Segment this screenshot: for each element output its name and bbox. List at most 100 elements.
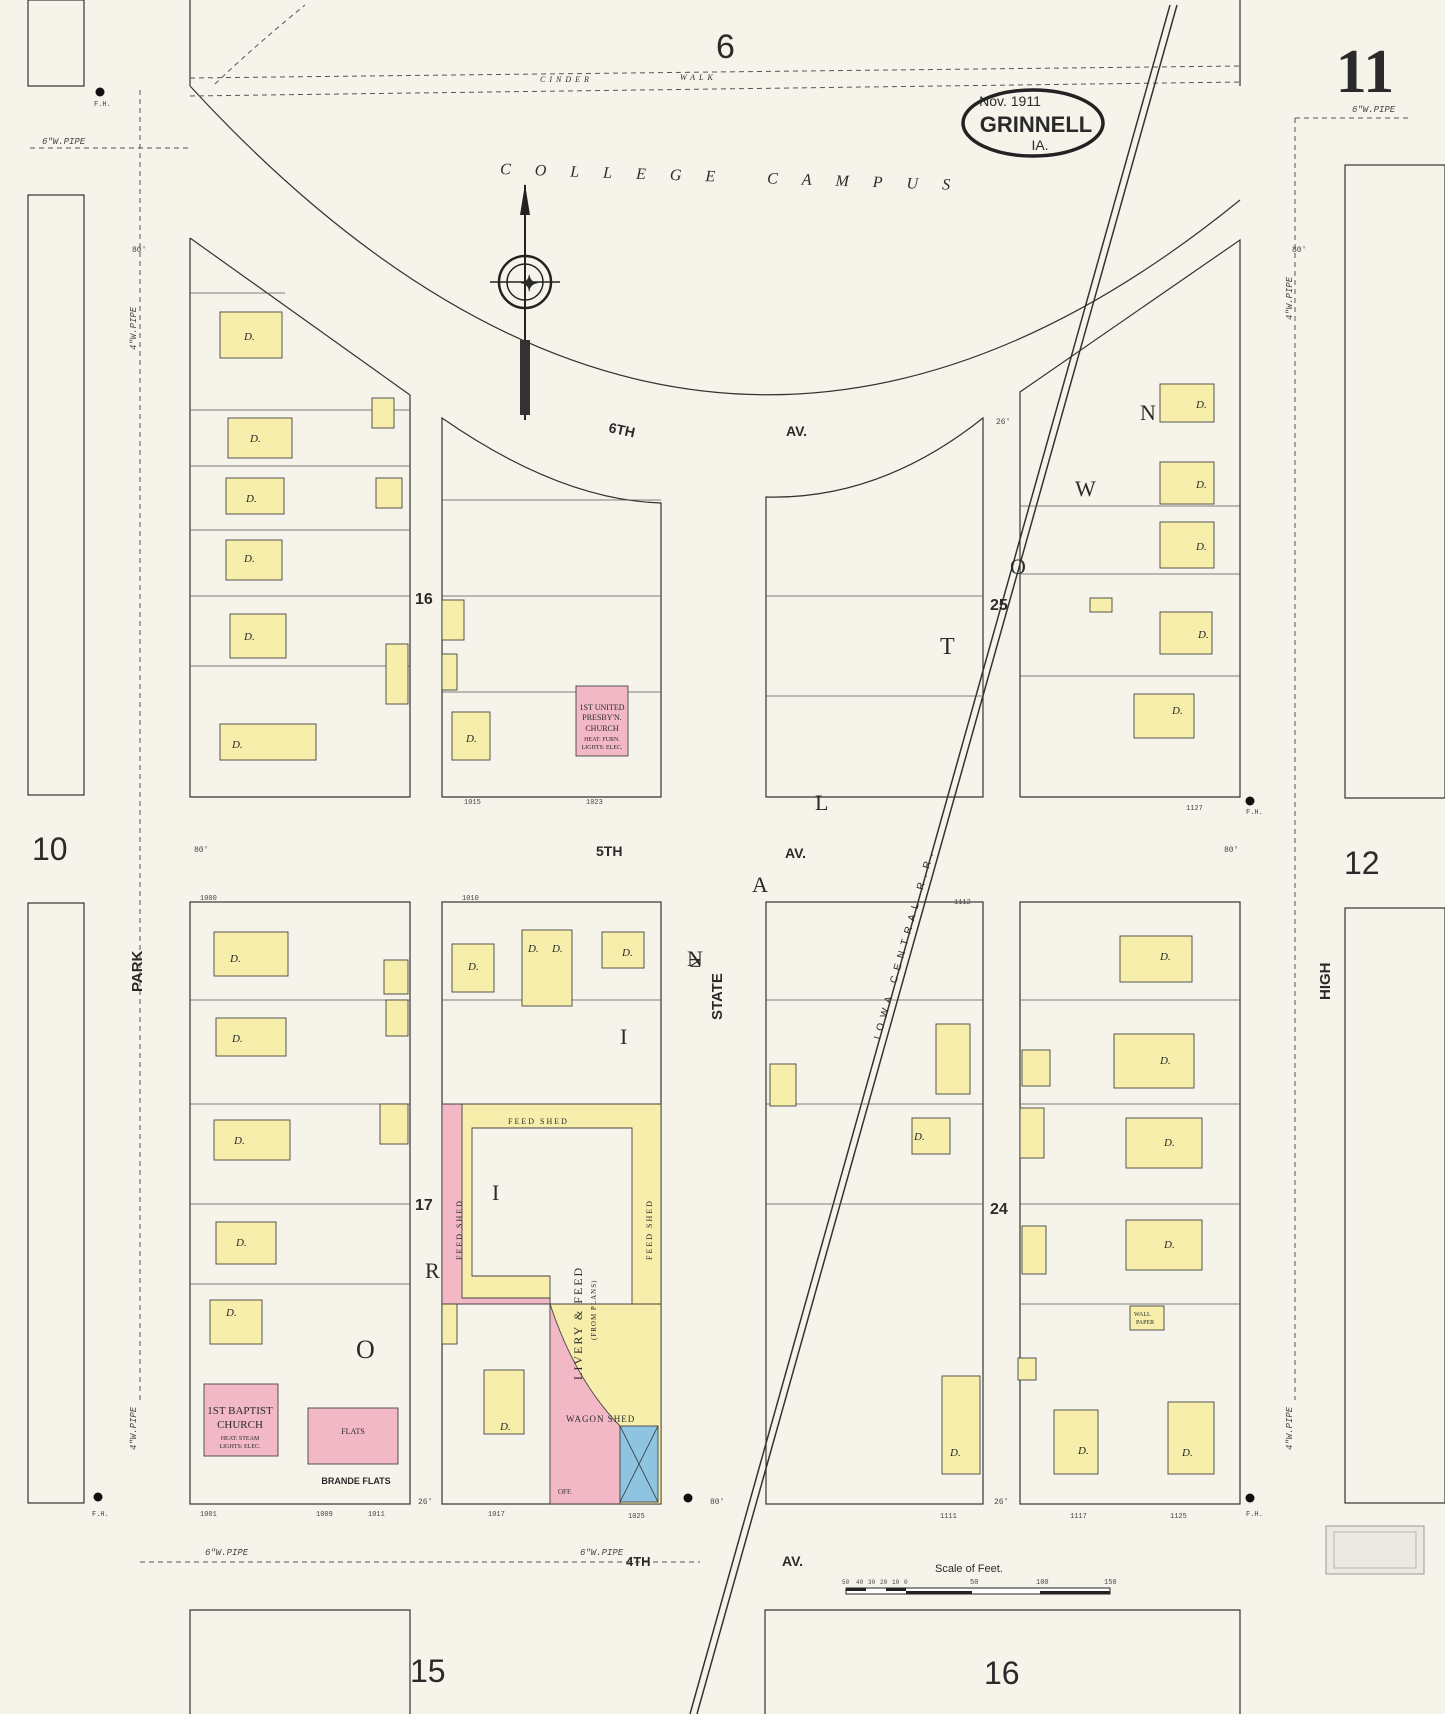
svg-text:26': 26' [996, 418, 1010, 427]
svg-text:D.: D. [1163, 1239, 1175, 1251]
block-number-12: 12 [1344, 845, 1380, 881]
outer-block-edges [27, 0, 1445, 1714]
svg-text:1015: 1015 [464, 799, 481, 807]
brande-flats: FLATS BRANDE FLATS [307, 1407, 399, 1486]
svg-text:D.: D. [229, 953, 241, 965]
cinder-walk-label-1: CINDER [540, 75, 593, 84]
svg-text:D.: D. [949, 1447, 961, 1459]
wagon-shed-label: WAGON SHED [566, 1414, 635, 1424]
dwelling [1125, 1219, 1203, 1271]
original-letter-r: R [425, 1258, 440, 1283]
svg-text:1ST UNITED: 1ST UNITED [580, 703, 625, 712]
outbuilding [385, 643, 409, 705]
svg-text:40: 40 [856, 1579, 864, 1586]
street-6th-num: 6TH [607, 419, 636, 440]
outbuilding [371, 397, 395, 429]
dwelling [215, 1221, 277, 1265]
feed-shed-left: FEED SHED [455, 1199, 464, 1260]
college-campus: COLLEGE CAMPUS CINDER WALK 6 [189, 4, 1241, 396]
dwelling [229, 613, 287, 659]
scale-label: Scale of Feet. [935, 1563, 1003, 1575]
hydrant-label-4: F.H. [1246, 1511, 1263, 1519]
town-letter-o: O [1010, 554, 1026, 579]
svg-text:D.: D. [1195, 399, 1207, 411]
svg-text:WALL: WALL [1134, 1312, 1151, 1318]
dwelling [935, 1023, 971, 1095]
water-pipe-label-east: 4"W.PIPE [1285, 276, 1295, 320]
hydrant-label-3: F.H. [92, 1511, 109, 1519]
outbuilding [379, 1103, 409, 1145]
svg-text:1ST BAPTIST: 1ST BAPTIST [207, 1405, 273, 1417]
dwelling [227, 417, 293, 459]
svg-text:10: 10 [892, 1579, 900, 1586]
dwelling [451, 943, 495, 993]
svg-text:D.: D. [231, 1033, 243, 1045]
svg-text:D.: D. [1171, 705, 1183, 717]
svg-text:D.: D. [243, 331, 255, 343]
svg-text:FLATS: FLATS [341, 1427, 365, 1436]
dwelling [941, 1375, 981, 1475]
svg-text:1001: 1001 [200, 1511, 217, 1519]
outbuilding [1019, 1107, 1045, 1159]
svg-text:D.: D. [499, 1421, 511, 1433]
block-number-10: 10 [32, 831, 68, 867]
dwelling [1159, 521, 1215, 569]
dwelling [225, 477, 285, 515]
dwelling [451, 711, 491, 761]
original-letter-a: A [752, 872, 768, 897]
water-pipe-label-sw: 6"W.PIPE [205, 1548, 249, 1558]
water-pipe-label-nw: 6"W.PIPE [42, 137, 86, 147]
water-pipe-label-sw-vert: 4"W.PIPE [129, 1406, 139, 1450]
addition-lettering: O R I G I N A L T O W N [356, 400, 1156, 1364]
svg-text:26': 26' [994, 1498, 1008, 1507]
outbuilding [1021, 1049, 1051, 1087]
block-number-16-bottom: 16 [984, 1655, 1020, 1691]
svg-text:PRESBY'N.: PRESBY'N. [582, 713, 621, 722]
wall-paper-shop: WALL PAPER [1134, 1312, 1154, 1326]
svg-text:LIGHTS: ELEC.: LIGHTS: ELEC. [220, 1444, 261, 1450]
street-4th-num: 4TH [626, 1554, 651, 1569]
street-high: HIGH [1317, 963, 1334, 1001]
dwelling-labels: D. D. D. D. D. D. D. D. D. D. D. D. D. D… [225, 331, 1209, 1459]
sheet-date: Nov. 1911 [979, 93, 1041, 109]
block-number-6: 6 [716, 28, 735, 66]
house-addresses: 1015 1023 1127 1000 1010 1112 1123 1001 … [200, 799, 1203, 1521]
svg-text:D.: D. [551, 943, 563, 955]
svg-text:D.: D. [1195, 479, 1207, 491]
svg-text:D.: D. [1197, 629, 1209, 641]
original-letter-i2: I [620, 1024, 627, 1049]
dwelling [219, 723, 317, 761]
block-number-25: 25 [990, 597, 1008, 614]
svg-text:D.: D. [1159, 951, 1171, 963]
livery-complex: FEED SHED FEED SHED FEED SHED LIVERY & F… [441, 1103, 662, 1505]
water-pipe-label-west: 4"W.PIPE [129, 306, 139, 350]
svg-text:80': 80' [132, 246, 146, 255]
svg-text:1017: 1017 [488, 1511, 505, 1519]
svg-text:1125: 1125 [1170, 1513, 1187, 1521]
dwelling [1119, 935, 1193, 983]
svg-text:BRANDE FLATS: BRANDE FLATS [321, 1476, 390, 1486]
sheet-title-cartouche: Nov. 1911 GRINNELL IA. 11 [961, 38, 1394, 158]
livery-label: LIVERY & FEED [571, 1266, 585, 1380]
original-letter-l: L [815, 790, 828, 815]
dwelling [1167, 1401, 1215, 1475]
svg-text:100: 100 [1036, 1579, 1049, 1587]
svg-text:HEAT: FURN.: HEAT: FURN. [584, 737, 620, 743]
water-pipe-label-s: 6"W.PIPE [580, 1548, 624, 1558]
svg-text:D.: D. [1159, 1055, 1171, 1067]
svg-text:D.: D. [249, 433, 261, 445]
svg-text:D.: D. [225, 1307, 237, 1319]
svg-text:D.: D. [527, 943, 539, 955]
water-pipe-label-ne: 6"W.PIPE [1352, 105, 1396, 115]
scale-bar: Scale of Feet. 50 40 30 20 10 0 50 100 1… [842, 1563, 1117, 1595]
water-pipes: 6"W.PIPE 6"W.PIPE 6"W.PIPE 6"W.PIPE 4"W.… [30, 90, 1410, 1563]
dwelling [1053, 1409, 1099, 1475]
svg-text:D.: D. [621, 947, 633, 959]
compass-rose-icon: ✦ [490, 184, 560, 420]
street-width-marks: 80' 80' 80' 80' 80' 26' 26' 26' [132, 246, 1306, 1507]
city-blocks [189, 237, 1241, 1505]
street-5th-num: 5TH [596, 843, 622, 859]
livery-plans: (FROM PLANS) [590, 1280, 598, 1340]
street-park: PARK [129, 950, 146, 992]
